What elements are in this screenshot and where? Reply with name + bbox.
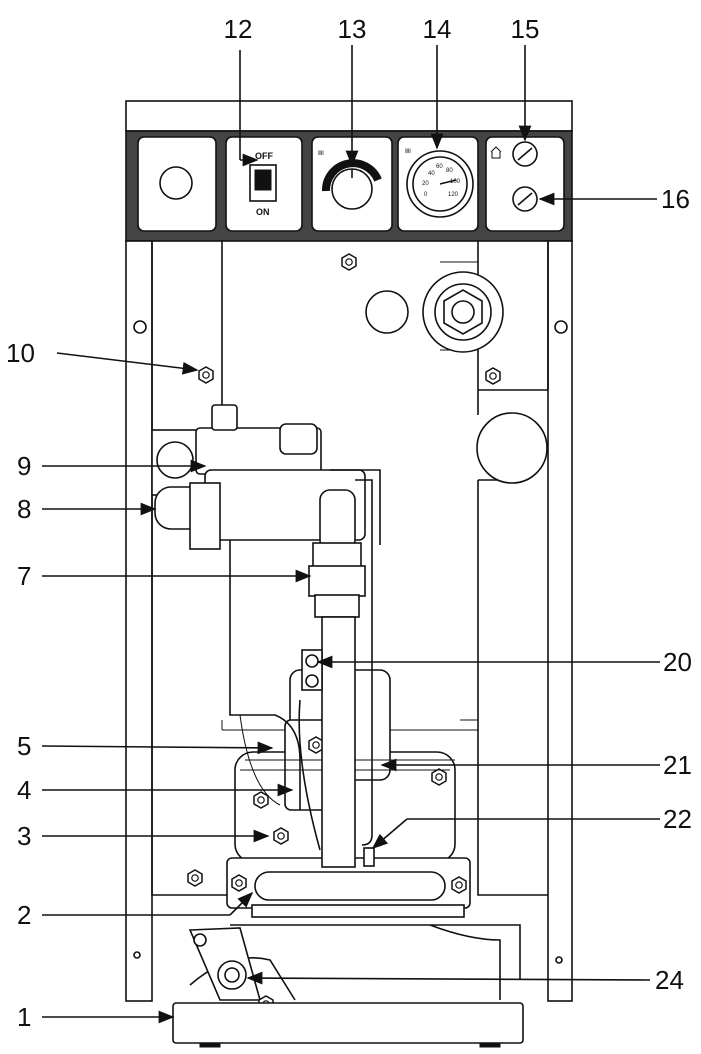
callout-label: 15 xyxy=(511,14,540,44)
callout-label: 8 xyxy=(17,494,31,524)
pipe-elbow xyxy=(319,489,356,551)
pressure-nipple-cap xyxy=(305,674,319,688)
left-side-rail xyxy=(125,240,153,1002)
mount-plate-hole xyxy=(156,441,194,479)
pressure-nipple xyxy=(305,654,319,668)
burner-screw xyxy=(431,768,447,786)
left-inner-panel xyxy=(151,241,228,896)
callout-label: 21 xyxy=(663,750,692,780)
panel-screw xyxy=(485,367,501,385)
air-duct xyxy=(230,924,521,1000)
gauge-tick: 60 xyxy=(436,164,443,170)
union-nut-upper xyxy=(312,542,362,569)
burner-rail xyxy=(251,904,465,918)
connection-core xyxy=(451,300,475,324)
callout-label: 7 xyxy=(17,561,31,591)
rail-hole xyxy=(133,951,141,959)
base-foot xyxy=(199,1042,221,1048)
callout-label: 1 xyxy=(17,1002,31,1032)
sensor-wire xyxy=(239,714,281,806)
flue-opening xyxy=(476,412,548,484)
panel-detail xyxy=(221,719,478,730)
base-screw xyxy=(187,869,203,887)
radiator-icon: ⅢⅠ xyxy=(318,151,324,157)
rail-hole xyxy=(554,320,568,334)
gauge-tick: 120 xyxy=(448,192,459,198)
pilot-burner xyxy=(363,847,375,867)
gauge-needle xyxy=(439,179,457,185)
house-icon xyxy=(490,146,502,159)
water-connection xyxy=(422,261,504,353)
callout-label: 5 xyxy=(17,731,31,761)
valve-knob xyxy=(211,404,238,431)
leader-line xyxy=(56,352,199,375)
leader-line xyxy=(371,818,408,850)
fuse-upper-slot xyxy=(517,147,533,161)
leader-line xyxy=(229,891,254,916)
gauge-tick: 20 xyxy=(422,181,429,187)
callout-label: 9 xyxy=(17,451,31,481)
manifold-screw xyxy=(451,876,467,894)
callout-label: 3 xyxy=(17,821,31,851)
callout-label: 20 xyxy=(663,647,692,677)
callout-label: 12 xyxy=(224,14,253,44)
callout-leaders xyxy=(41,45,660,1024)
union-body xyxy=(308,565,366,597)
fuse-lower-slot xyxy=(517,192,533,206)
rail-hole xyxy=(555,956,563,964)
rail-hole xyxy=(133,320,147,334)
radiator-icon: ⅢⅠ xyxy=(405,149,411,155)
callout-label: 24 xyxy=(655,965,684,995)
callout-label: 13 xyxy=(338,14,367,44)
valve-regulator xyxy=(279,423,318,455)
callout-label: 22 xyxy=(663,804,692,834)
indicator-lamp xyxy=(159,166,193,200)
gas-cock-screw xyxy=(193,933,207,947)
base-foot xyxy=(479,1042,501,1048)
burner-slot xyxy=(254,871,446,901)
pilot-pipe xyxy=(330,469,381,545)
injector-nut xyxy=(273,827,289,845)
panel-screw xyxy=(198,366,214,384)
ignition-lead xyxy=(298,699,321,851)
gas-cock-spindle xyxy=(224,967,240,983)
gas-cock xyxy=(188,927,274,1013)
control-panel: OFF ON ⅢⅠ 20 40 60 80 100 120 0 ⅢⅠ xyxy=(125,100,573,242)
switch-off-label: OFF xyxy=(255,151,273,161)
boiler-frame xyxy=(125,240,573,1002)
callout-label: 2 xyxy=(17,900,31,930)
leader-line xyxy=(41,741,274,755)
gauge-tick-labels: 20 40 60 80 100 120 0 xyxy=(422,164,461,198)
panel-knockout xyxy=(365,290,409,334)
callout-label: 16 xyxy=(661,184,690,214)
callout-label: 14 xyxy=(423,14,452,44)
gas-valve xyxy=(151,404,381,851)
boiler-base xyxy=(172,1002,524,1044)
right-side-rail xyxy=(547,240,573,1002)
thermocouple-line xyxy=(229,540,301,810)
solenoid-bracket xyxy=(189,482,221,550)
gas-pipe xyxy=(321,616,356,868)
burner-screw xyxy=(308,736,324,754)
panel-top-strip xyxy=(125,100,573,132)
callout-label: 4 xyxy=(17,775,31,805)
switch-rocker xyxy=(254,169,272,191)
gauge-tick: 80 xyxy=(446,168,453,174)
gauge-tick: 40 xyxy=(428,171,435,177)
leader-line xyxy=(246,971,651,985)
callout-labels: 12 13 14 15 16 10 9 8 7 20 5 21 4 22 3 2… xyxy=(6,14,692,1032)
gauge-tick: 0 xyxy=(424,192,428,198)
union-nut-lower xyxy=(314,594,360,618)
panel-screw xyxy=(341,253,357,271)
switch-on-label: ON xyxy=(256,207,270,217)
gauge-tick: 100 xyxy=(450,179,461,185)
callout-label: 10 xyxy=(6,338,35,368)
burner-screw xyxy=(253,791,269,809)
manifold-screw xyxy=(231,874,247,892)
